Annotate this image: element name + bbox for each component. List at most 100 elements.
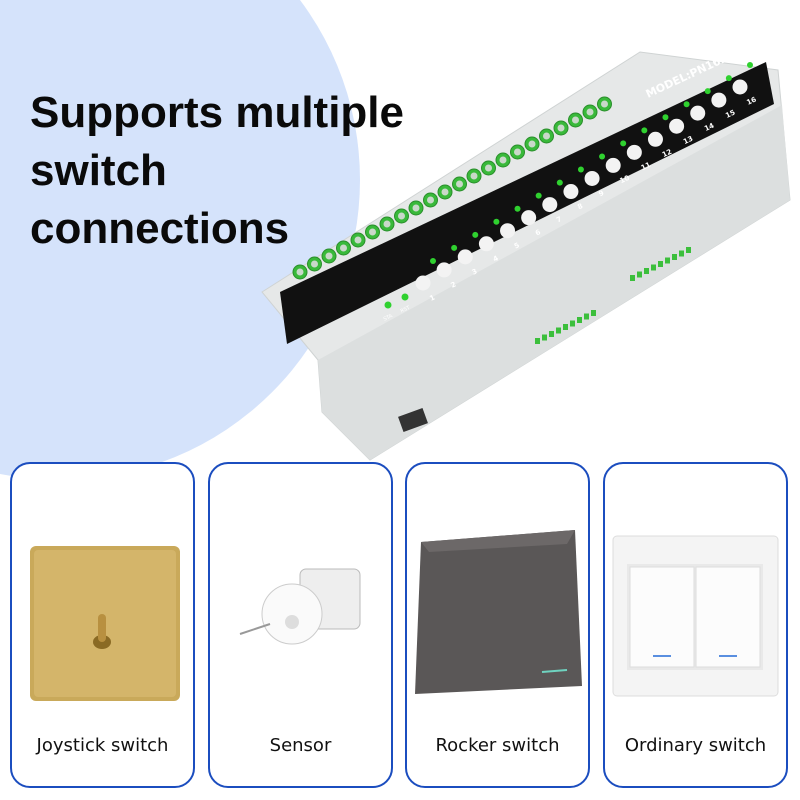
channel-number: 3 [471,267,479,276]
terminal-hole [572,116,579,124]
channel-led [747,62,753,68]
channel-number: 8 [576,202,584,211]
channel-led [451,244,458,251]
channel-button[interactable] [500,223,516,239]
status-label: STA [383,313,394,323]
channel-led [556,179,563,186]
terminal-block [292,96,612,280]
channel-led [641,127,648,134]
terminal-hole [485,164,492,172]
terminal-hole [296,268,304,276]
terminal-hole [470,172,478,180]
terminal-pin [637,271,642,278]
channel-number: 5 [513,241,521,250]
channel-button[interactable] [605,157,621,173]
channel-number: 4 [492,254,500,263]
terminal-pin [686,247,691,253]
terminal-hole [499,156,507,164]
bottom-terminals [535,247,691,344]
card-rocker-switch: Rocker switch [405,462,590,788]
card-label: Ordinary switch [624,735,767,756]
channel-button[interactable] [584,170,600,186]
channel-button[interactable] [711,92,727,108]
background-blob [0,0,360,480]
channel-number: 7 [555,215,563,224]
joystick-switch-image [30,546,180,701]
channel-button[interactable] [415,275,431,291]
terminal-pin [644,268,649,274]
channel-led [662,114,669,121]
terminal-pin [549,331,554,337]
terminal-hole [514,148,521,156]
terminal-pin [577,317,582,323]
channel-led [430,258,436,264]
terminal-pin [584,313,589,320]
channel-number: 11 [640,161,652,172]
terminal-hole [398,212,405,220]
channel-led [472,231,479,238]
channel-button[interactable] [563,184,579,200]
channel-number: 13 [682,135,694,146]
channel-led [620,140,627,147]
terminal-hole [383,220,391,228]
channel-led [704,88,711,95]
terminal-hole [528,140,536,148]
channel-number: 6 [534,228,542,237]
channel-number: 1 [428,293,436,302]
terminal-pin [535,338,540,344]
terminal-pin [591,310,596,316]
status-led-rst [401,293,409,301]
terminal-pin [658,261,663,267]
channel-button[interactable] [669,118,685,134]
card-ordinary-switch: Ordinary switch [603,462,788,788]
terminal-hole [586,108,594,116]
channel-button[interactable] [542,197,558,213]
card-label: Rocker switch [435,735,560,756]
channel-number: 9 [598,189,606,198]
terminal-hole [543,132,550,140]
channel-led [725,75,732,82]
channel-led [535,192,542,199]
channel-number: 10 [619,174,631,185]
channel-button[interactable] [732,79,748,95]
terminal-hole [427,196,434,204]
channel-button[interactable] [521,210,537,226]
terminal-hole [601,100,608,108]
channel-button[interactable] [457,249,473,265]
rocker-switch-image [415,530,582,694]
channel-led [599,153,606,160]
channel-led [493,218,500,225]
terminal-pin [542,334,547,341]
channel-led [514,205,521,212]
card-sensor: Sensor [208,462,393,788]
terminal-pin [630,275,635,281]
terminal-hole [412,204,420,212]
headline-line-3: connections [30,204,290,253]
channel-button[interactable] [626,144,642,160]
channel-number: 14 [703,122,715,133]
channel-number: 2 [450,280,458,289]
terminal-hole [557,124,565,132]
channel-led [577,166,584,173]
terminal-pin [563,324,568,330]
channel-number: 12 [661,148,673,159]
channel-button[interactable] [436,262,452,278]
channel-button[interactable] [478,236,494,252]
channel-button[interactable] [690,105,706,121]
headline-line-1: Supports multiple [30,88,404,137]
card-label: Joystick switch [36,735,169,756]
channel-led [683,101,690,108]
headline-line-2: switch [30,146,167,195]
terminal-hole [441,188,449,196]
terminal-hole [456,180,463,188]
control-panel [280,62,774,344]
channel-button[interactable] [647,131,663,147]
terminal-pin [672,254,677,260]
terminal-hole [325,252,333,260]
terminal-hole [340,244,347,252]
sensor-image [239,568,361,645]
terminal-pin [651,264,656,271]
card-joystick-switch: Joystick switch [10,462,195,788]
